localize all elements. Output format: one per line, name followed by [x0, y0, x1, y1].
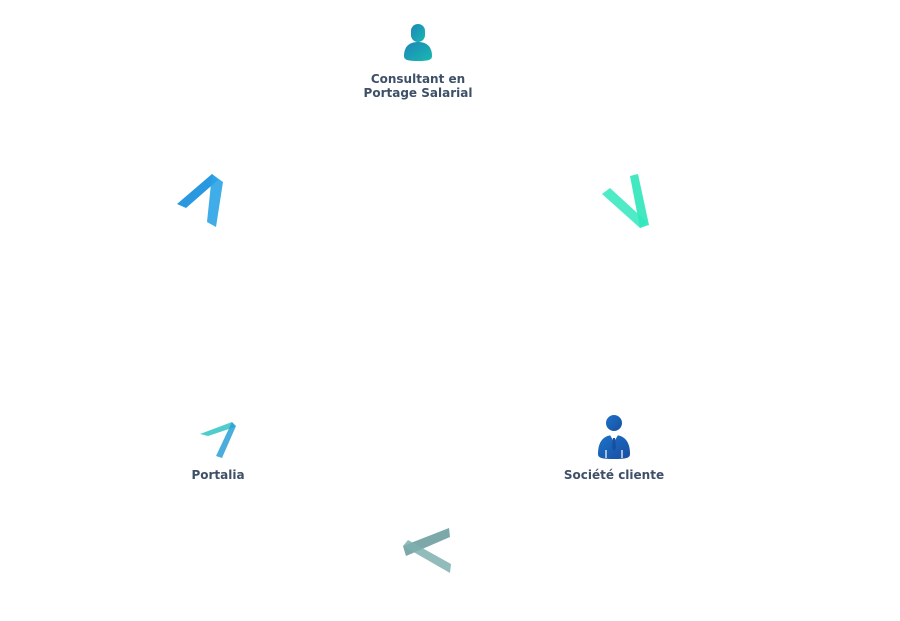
node-portalia: Portalia: [158, 420, 278, 482]
societe-label: Société cliente: [563, 468, 665, 482]
portalia-logo-icon: [200, 422, 236, 458]
consultant-label-line2: Portage Salarial: [363, 86, 473, 100]
arrow-portalia-to-consultant: [177, 174, 223, 227]
person-icon: [404, 24, 432, 61]
arrow-consultant-to-societe: [602, 174, 649, 228]
portalia-label: Portalia: [191, 468, 245, 482]
businessman-icon: [598, 415, 630, 459]
arrow-societe-to-portalia: [403, 528, 451, 573]
node-societe-cliente: Société cliente: [534, 414, 694, 482]
consultant-label-line1: Consultant en: [370, 72, 466, 86]
node-consultant: Consultant en Portage Salarial: [338, 22, 498, 100]
